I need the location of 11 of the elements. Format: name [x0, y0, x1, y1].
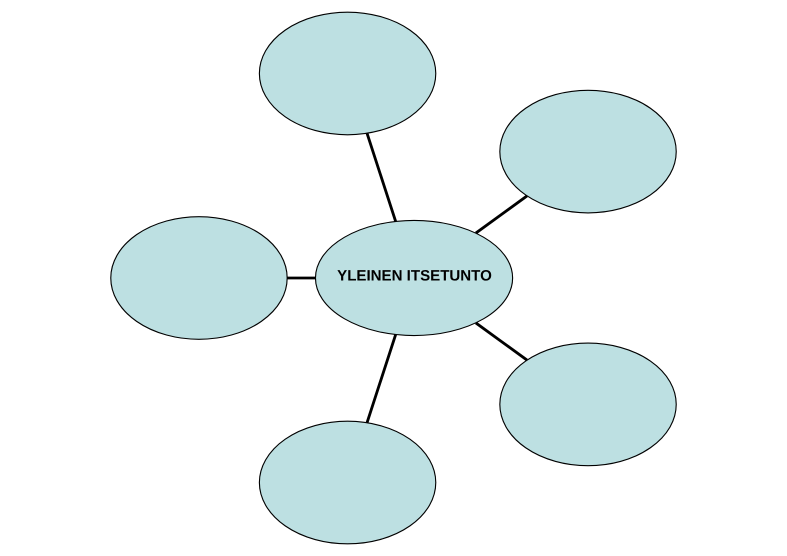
- node-ellipse: [258, 12, 436, 136]
- connector: [475, 322, 528, 362]
- connector: [475, 194, 528, 234]
- connector: [366, 133, 397, 222]
- node-ellipse: [258, 420, 436, 544]
- node-ellipse: [499, 342, 677, 466]
- connector: [366, 334, 397, 423]
- node-ellipse: YLEINEN ITSETUNTO: [314, 220, 514, 336]
- node-ellipse: [110, 216, 288, 340]
- connector: [287, 276, 316, 280]
- node-ellipse: [499, 90, 677, 214]
